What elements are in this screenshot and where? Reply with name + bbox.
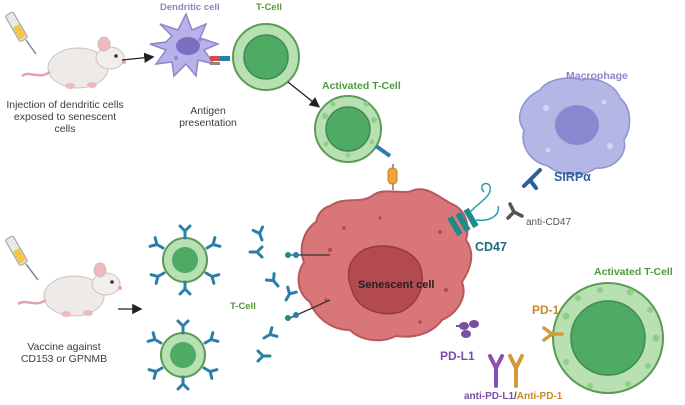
label-senescent-cell: Senescent cell xyxy=(358,279,435,291)
free-antibodies xyxy=(248,225,298,363)
label-sirpa: SIRPα xyxy=(554,170,591,184)
label-antibody-combo: anti-PD-L1/Anti-PD-1 xyxy=(464,391,562,403)
anti-cd47-antibody-icon xyxy=(506,202,524,220)
label-activated-t-cell-top: Activated T-Cell xyxy=(322,80,401,92)
label-vaccine: Vaccine against CD153 or GPNMB xyxy=(20,341,108,366)
label-activated-t-cell-right: Activated T-Cell xyxy=(594,266,673,278)
label-pd1: PD-1 xyxy=(532,303,560,317)
arrow-to-activated-t-cell xyxy=(287,81,321,108)
dendritic-cell xyxy=(149,12,221,78)
label-macrophage: Macrophage xyxy=(566,70,628,82)
label-antigen-presentation: Antigen presentation xyxy=(179,105,237,130)
arrow-mouse-to-dc xyxy=(121,52,155,63)
label-pdl1: PD-L1 xyxy=(440,349,475,363)
syringe-top-icon xyxy=(5,11,37,55)
cd47-receptor-icon xyxy=(447,182,500,237)
label-anti-pd1: Anti-PD-1 xyxy=(516,391,563,402)
label-injection: Injection of dendritic cells exposed to … xyxy=(6,99,124,136)
mouse-top xyxy=(21,36,126,89)
mouse-bottom xyxy=(17,262,122,317)
activated-t-cell-right xyxy=(552,282,664,394)
antibody-ligands xyxy=(285,252,331,321)
label-anti-cd47: anti-CD47 xyxy=(526,217,572,228)
t-cell-bottom-lower xyxy=(146,319,220,391)
pdl1-receptor-icon xyxy=(456,320,479,338)
syringe-bottom-icon xyxy=(5,235,39,281)
senescent-cell xyxy=(297,188,473,342)
activated-t-cell-top xyxy=(314,95,392,163)
label-anti-pdl1: anti-PD-L1 xyxy=(464,391,514,402)
mhc-tcr-synapse xyxy=(210,56,230,65)
pd1-receptor-icon xyxy=(542,326,564,342)
label-cd47: CD47 xyxy=(475,240,507,254)
label-slash: / xyxy=(514,391,517,402)
t-cell-top xyxy=(232,23,300,91)
label-dendritic-cell: Dendritic cell xyxy=(160,2,220,13)
t-cell-bottom-upper xyxy=(148,224,222,296)
macrophage xyxy=(519,77,631,176)
anti-pdl1-antibody-icon xyxy=(488,354,504,388)
label-t-cell-top: T-Cell xyxy=(256,2,282,13)
antigen-connector xyxy=(387,164,398,190)
label-t-cell-bottom: T-Cell xyxy=(230,301,256,312)
anti-pd1-antibody-icon xyxy=(508,354,524,388)
sirpa-receptor-icon xyxy=(522,168,542,190)
